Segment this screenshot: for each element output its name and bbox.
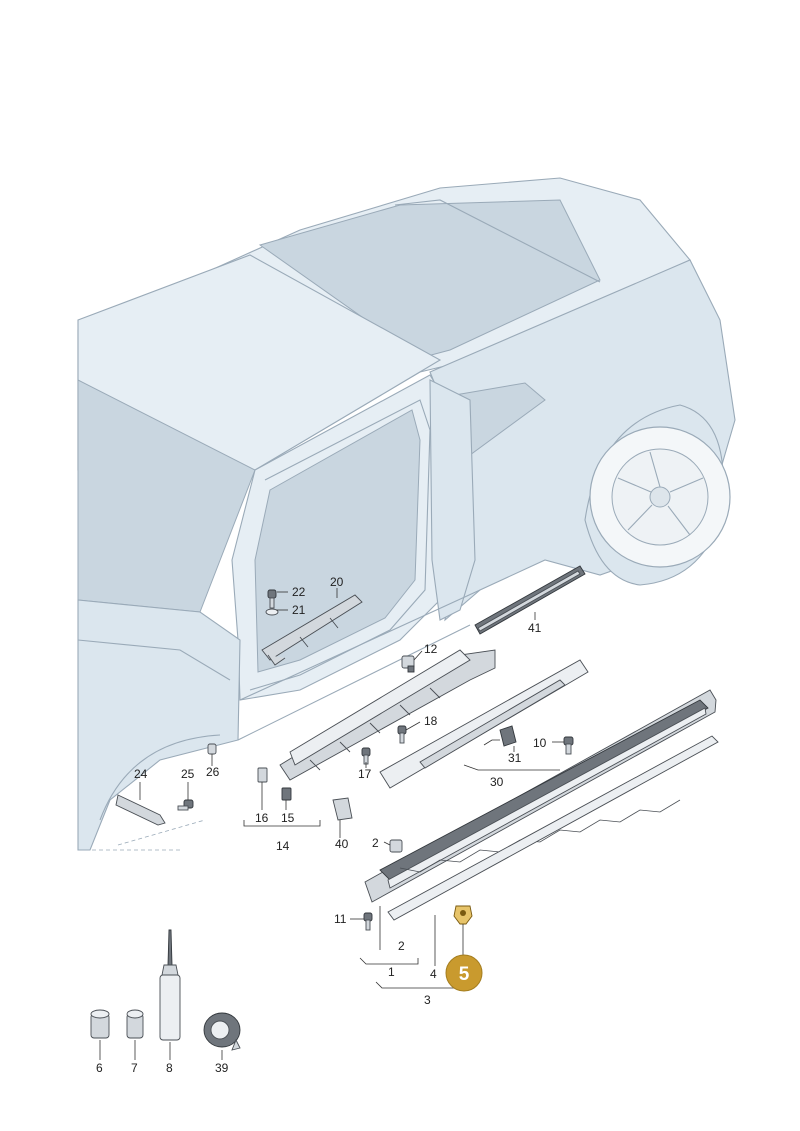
part-17-screw: [361, 747, 371, 765]
callout-12: 12: [424, 642, 438, 656]
callout-17: 17: [358, 767, 372, 781]
callout-21: 21: [292, 603, 306, 617]
callout-3: 3: [424, 993, 431, 1007]
callout-15: 15: [281, 811, 295, 825]
part-10-screw: [563, 736, 574, 755]
callout-8: 8: [166, 1061, 173, 1075]
callout-20: 20: [330, 575, 344, 589]
part-5-clip-highlighted: [453, 905, 473, 925]
part-30-sill-trim: [379, 659, 589, 789]
part-24-bracket: [115, 794, 166, 826]
highlight-badge-circle[interactable]: [445, 954, 483, 992]
callout-30: 30: [490, 775, 504, 789]
callout-25: 25: [181, 767, 195, 781]
callout-10: 10: [533, 736, 547, 750]
part-20-bracket: [261, 594, 363, 666]
part-21-22-screw: [265, 589, 279, 616]
callout-16: 16: [255, 811, 269, 825]
part-4-trim-strip: [387, 735, 719, 921]
part-41-strip: [474, 565, 586, 635]
part-18-screw: [397, 725, 407, 744]
callout-11: 11: [334, 912, 347, 926]
part-2-clip: [389, 839, 403, 853]
callout-31: 31: [508, 751, 522, 765]
part-12-clip: [401, 655, 415, 673]
callout-labels: 22 21 20 12 18 17 16 15 14 40 24 25 26 4…: [96, 575, 547, 1075]
leader-lines: [99, 588, 564, 1060]
callout-2: 2: [398, 939, 405, 953]
part-11-screw: [363, 912, 373, 931]
callout-6: 6: [96, 1061, 103, 1075]
part-3-side-skirt: [364, 689, 717, 903]
part-31-connector: [483, 725, 517, 747]
callout-7: 7: [131, 1061, 138, 1075]
callout-14: 14: [276, 839, 290, 853]
part-8-cartridge: [159, 929, 181, 1041]
part-7-cap: [126, 1009, 144, 1039]
part-15-16-clips: [257, 767, 292, 801]
part-40-clip: [332, 797, 353, 821]
callout-22: 22: [292, 585, 306, 599]
callout-2-clip: 2: [372, 836, 379, 850]
part-39-tape-roll: [203, 1012, 241, 1051]
part-25-screw: [177, 799, 194, 811]
part-26-grommet: [207, 743, 217, 755]
callout-41: 41: [528, 621, 542, 635]
callout-39: 39: [215, 1061, 229, 1075]
callout-26: 26: [206, 765, 220, 779]
callout-24: 24: [134, 767, 148, 781]
part-6-cap: [90, 1009, 110, 1039]
callout-1: 1: [388, 965, 395, 979]
callout-40: 40: [335, 837, 349, 851]
car-body-illustration: [77, 177, 736, 851]
highlight-badge-label: 5: [459, 964, 470, 985]
callout-4: 4: [430, 967, 437, 981]
highlight-badge-5[interactable]: 5: [445, 954, 483, 992]
part-sill-reinforcement: [279, 649, 496, 781]
callout-18: 18: [424, 714, 438, 728]
